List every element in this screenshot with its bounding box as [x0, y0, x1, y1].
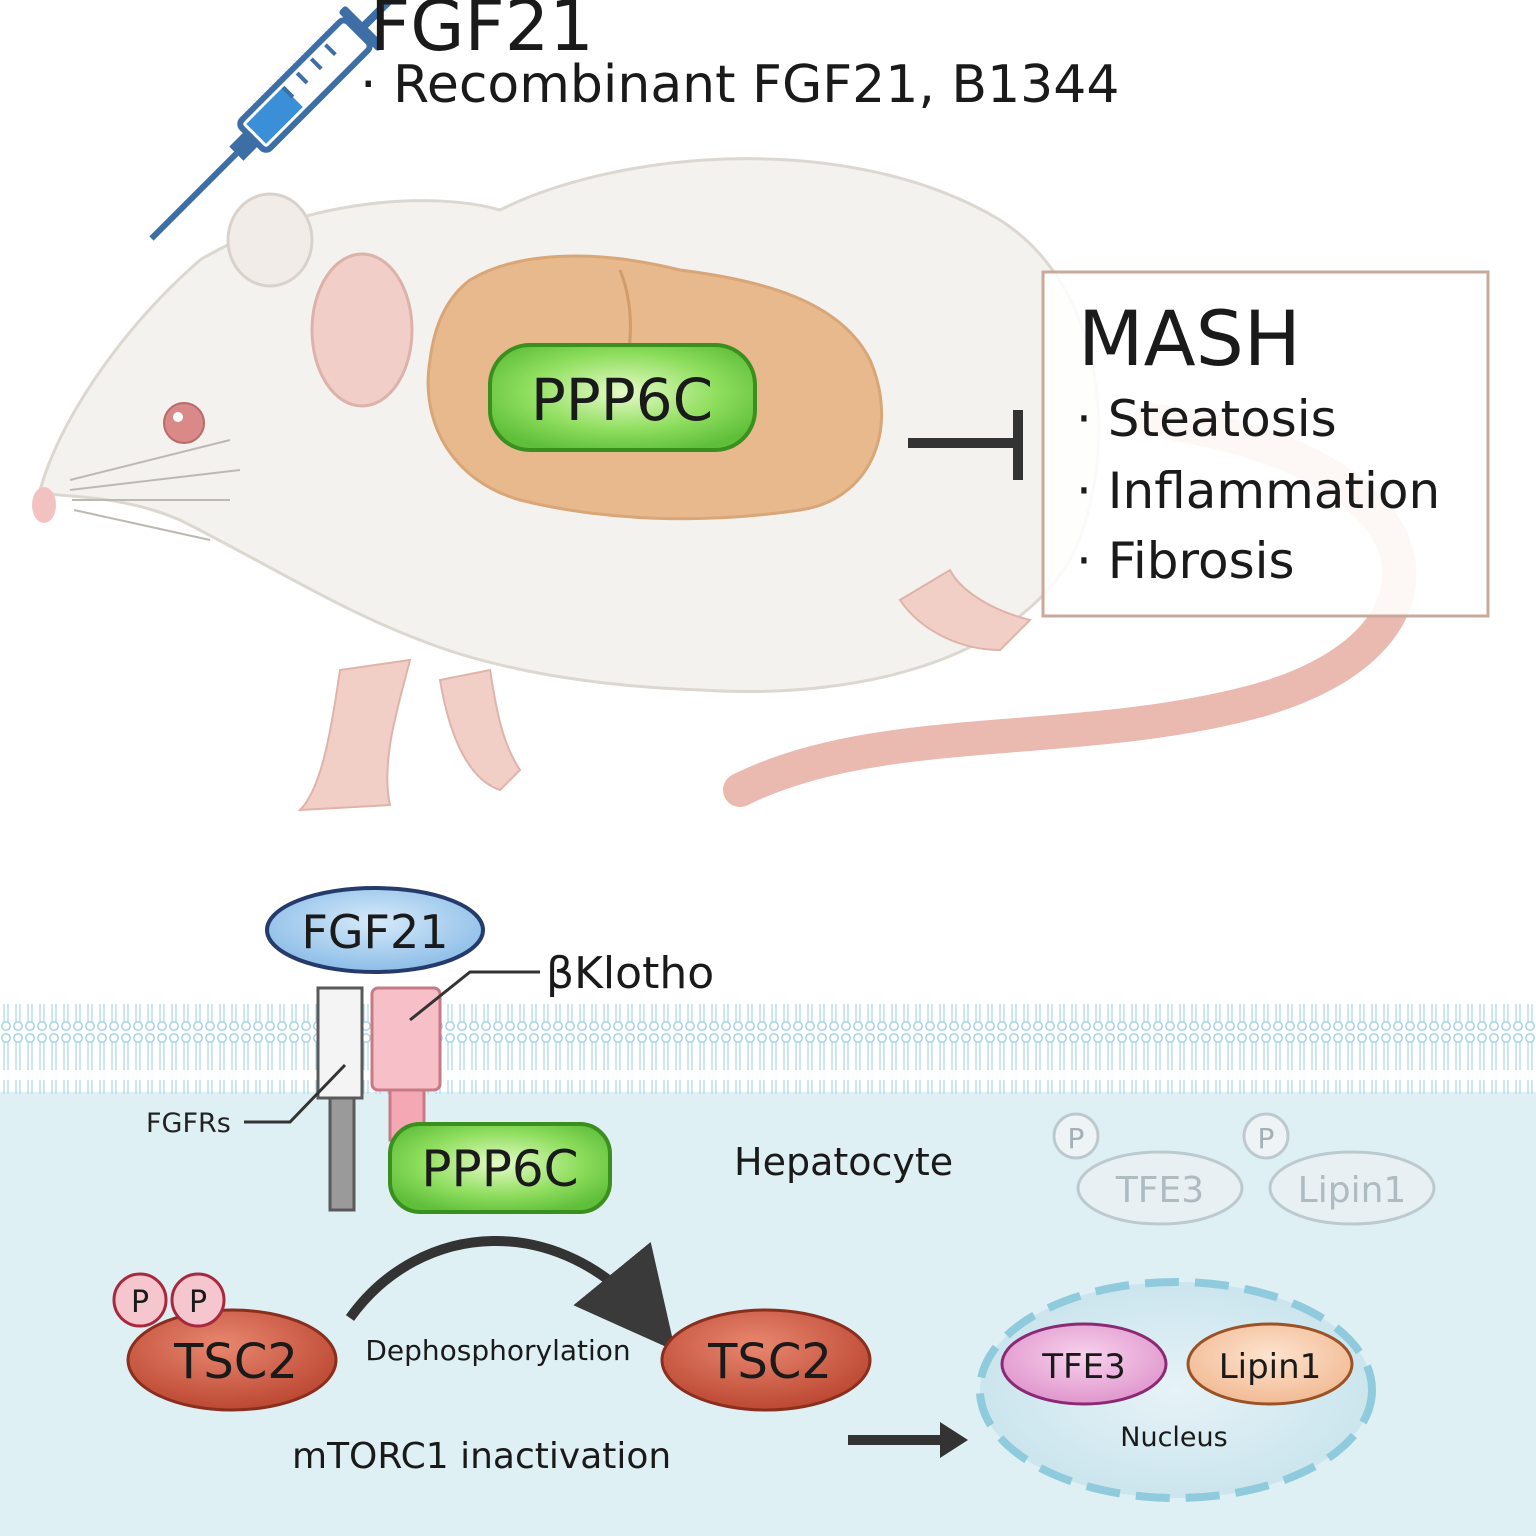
nuclear-translocation-arrow [848, 1422, 968, 1458]
nuclear-tfe3 [1000, 1322, 1168, 1406]
mash-box: MASH · Steatosis · Inflammation · Fibros… [1041, 270, 1490, 618]
cytoplasmic-lipin1-phospho: P [1258, 1122, 1275, 1155]
nucleus: TFE3 Lipin1 Nucleus [976, 1278, 1376, 1502]
phospho-label-1: P [131, 1285, 149, 1320]
fgf21-ligand: FGF21 [265, 886, 485, 974]
cytoplasmic-tfe3: TFE3 P [1052, 1112, 1244, 1226]
dephosphorylation-label: Dephosphorylation [365, 1334, 630, 1367]
beta-klotho-leader [409, 970, 540, 1022]
phospho-label-2: P [189, 1285, 207, 1320]
dephosphorylation-arrow [345, 1236, 676, 1351]
beta-klotho-receptor [370, 986, 442, 1142]
cytoplasmic-lipin1: Lipin1 P [1242, 1112, 1436, 1226]
hepatocyte-label: Hepatocyte [734, 1140, 953, 1184]
nuclear-lipin1-label: Lipin1 [1219, 1347, 1322, 1387]
mash-title: MASH [1078, 294, 1301, 383]
inhibition-arrow [908, 410, 1023, 480]
mash-item-steatosis: · Steatosis [1076, 390, 1337, 448]
fgfrs-label: FGFRs [146, 1108, 231, 1139]
liver-ppp6c-badge: PPP6C [488, 343, 757, 452]
injection-title: FGF21 [370, 0, 594, 67]
mash-item-inflammation: · Inflammation [1076, 462, 1440, 520]
injection-subtitle: · Recombinant FGF21, B1344 [360, 55, 1119, 115]
tsc2-dephosphorylated-label: TSC2 [707, 1334, 832, 1390]
cell-ppp6c-label: PPP6C [421, 1140, 578, 1198]
tsc2-phosphorylated: TSC2 P P [112, 1272, 338, 1412]
phospho-circle-1 [112, 1272, 168, 1328]
syringe-icon [149, 0, 395, 241]
cytoplasmic-tfe3-phospho: P [1068, 1122, 1085, 1155]
fgfrs-leader [244, 1063, 347, 1124]
tsc2-dephosphorylated: TSC2 [660, 1308, 872, 1412]
mtorc1-label: mTORC1 inactivation [292, 1436, 671, 1477]
fgf21-ligand-label: FGF21 [301, 905, 448, 959]
fgfr-receptor [316, 986, 364, 1212]
cell-ppp6c-badge: PPP6C [388, 1122, 612, 1214]
phospho-circle-2 [170, 1272, 226, 1328]
mash-item-fibrosis: · Fibrosis [1076, 532, 1295, 590]
tsc2-phosphorylated-label: TSC2 [173, 1334, 298, 1390]
cell-membrane [0, 1004, 1536, 1094]
nuclear-lipin1 [1186, 1322, 1354, 1406]
nuclear-tfe3-label: TFE3 [1041, 1347, 1125, 1387]
beta-klotho-label: βKlotho [546, 948, 714, 999]
cytoplasmic-lipin1-label: Lipin1 [1298, 1170, 1407, 1211]
nucleus-label: Nucleus [1120, 1422, 1227, 1453]
liver-ppp6c-label: PPP6C [531, 366, 713, 434]
cytoplasmic-tfe3-label: TFE3 [1115, 1170, 1204, 1211]
